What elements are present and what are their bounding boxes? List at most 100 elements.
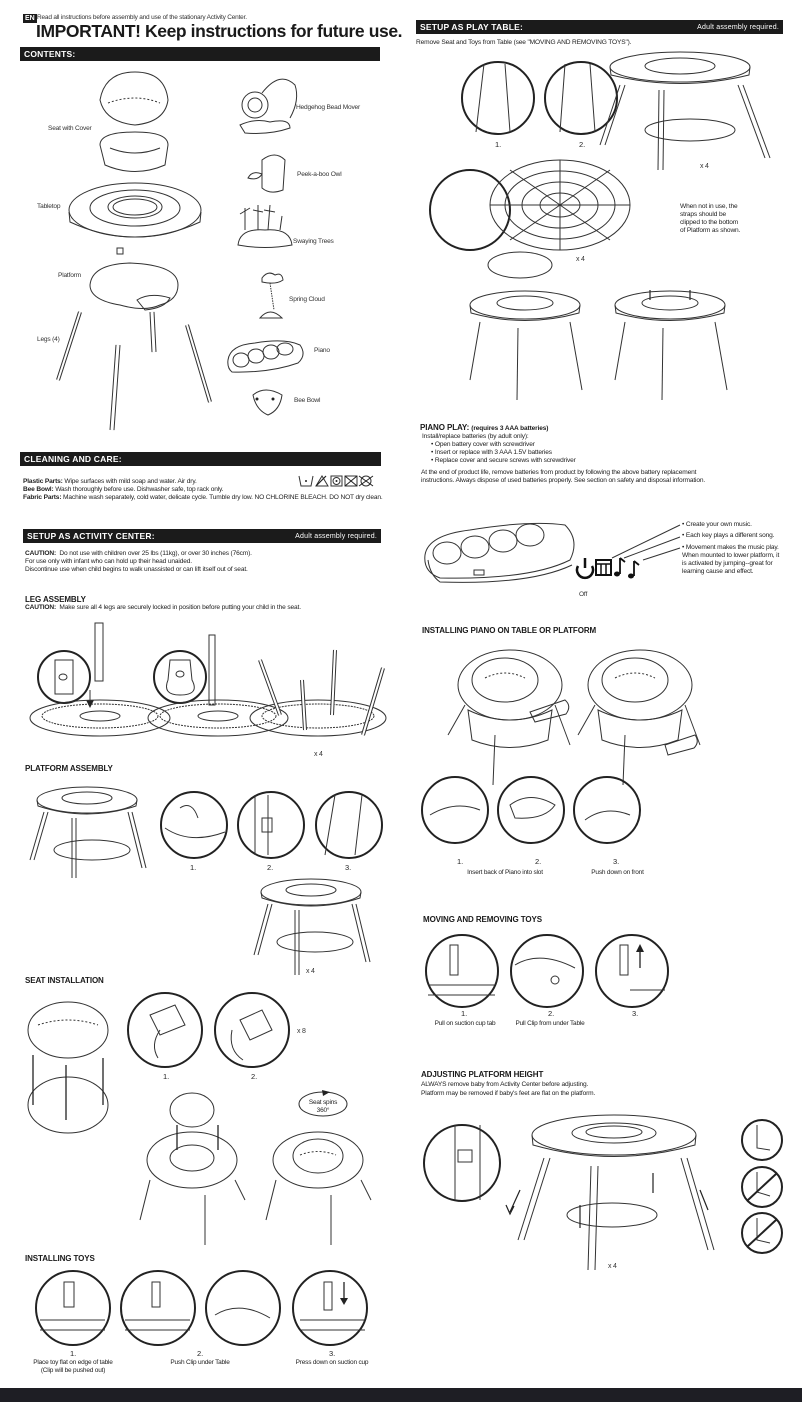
leg-assembly-illustration [29,622,387,737]
platform-assembly-illustration [29,786,383,975]
no-bleach-icon [315,475,329,487]
step-number: 2. [197,1349,204,1358]
assembly-note: Adult assembly required. [697,23,779,31]
step-number: 1. [495,140,502,149]
adjusting-line: Platform may be removed if baby's feet a… [421,1090,596,1097]
play-table-heading: SETUP AS PLAY TABLE: [420,22,524,32]
piano-feature: learning cause and effect. [682,568,754,575]
battery-step: • Open battery cover with screwdriver [431,441,535,448]
tumble-dry-low-icon [330,475,343,487]
contents-header: CONTENTS: [20,47,380,61]
disposal-line: At the end of product life, remove batte… [421,469,697,476]
part-label: Piano [314,347,330,354]
disposal-line: instructions. Always dispose of used bat… [421,477,706,484]
adjusting-platform-illustration [423,1114,783,1271]
step-caption: Pull on suction cup tab [434,1020,496,1027]
play-table-illustration [429,51,771,401]
piano-keys-icon [595,559,612,576]
step-number: 3. [345,863,352,872]
language-badge: EN [23,14,37,23]
piano-play-heading: PIANO PLAY: (requires 3 AAA batteries) [420,423,549,432]
piano-feature: When mounted to lower platform, it [682,552,780,559]
piano-feature: • Each key plays a different song. [682,532,775,539]
part-label: Bee Bowl [294,397,321,404]
step-number: 2. [579,140,586,149]
strap-note-line: of Platform as shown. [680,227,741,234]
step-caption: Insert back of Piano into slot [467,869,543,876]
part-label: Tabletop [37,203,61,210]
music-note-icon [614,557,626,577]
caution-line: CAUTION: Do not use with children over 2… [25,550,252,557]
step-caption: Push down on front [591,869,644,876]
no-iron-icon [344,475,358,487]
platform-assembly-heading: PLATFORM ASSEMBLY [25,764,113,773]
play-table-intro: Remove Seat and Toys from Table (see "MO… [416,39,632,46]
part-label: Spring Cloud [289,296,325,303]
installing-piano-heading: INSTALLING PIANO ON TABLE OR PLATFORM [422,626,597,635]
step-caption: Push Clip under Table [170,1359,230,1366]
step-number: 1. [163,1072,170,1081]
step-number: 2. [548,1009,555,1018]
piano-feature: • Movement makes the music play. [682,544,779,551]
activity-center-header: SETUP AS ACTIVITY CENTER: Adult assembly… [23,529,381,543]
piano-illustration [424,522,681,583]
step-number: 3. [632,1009,639,1018]
step-number: 1. [457,857,464,866]
battery-step: • Insert or replace with 3 AAA 1.5V batt… [431,449,552,456]
power-icon [575,558,595,580]
care-line: Bee Bowl: Wash thoroughly before use. Di… [23,486,224,493]
strap-note-line: straps should be [680,211,726,218]
part-label: Seat with Cover [48,125,92,132]
leg-assembly-heading: LEG ASSEMBLY [25,595,86,604]
contents-heading: CONTENTS: [24,49,76,59]
assembly-note: Adult assembly required. [295,532,377,540]
multiplier-label: x 4 [314,751,323,758]
piano-feature: • Create your own music. [682,521,752,528]
battery-step: • Replace cover and secure screws with s… [431,457,576,464]
part-label: Hedgehog Bead Mover [296,104,361,111]
seat-installation-heading: SEAT INSTALLATION [25,976,104,985]
battery-intro: Install/replace batteries (by adult only… [422,433,529,440]
multiplier-label: x 4 [306,968,315,975]
multiplier-label: x 8 [297,1028,306,1035]
step-number: 1. [461,1009,468,1018]
adjusting-platform-heading: ADJUSTING PLATFORM HEIGHT [421,1070,544,1079]
multiplier-label: x 4 [700,163,709,170]
step-number: 1. [70,1349,77,1358]
leg-caution: CAUTION: Make sure all 4 legs are secure… [25,604,301,611]
strap-note-line: clipped to the bottom [680,219,739,226]
step-number: 2. [267,863,274,872]
contents-illustration [56,71,304,431]
step-number: 2. [251,1072,258,1081]
step-number: 2. [535,857,542,866]
part-label: Legs (4) [37,336,60,343]
page-title: IMPORTANT! Keep instructions for future … [36,21,403,41]
care-line: Fabric Parts: Machine wash separately, c… [23,494,383,501]
installing-toys-illustration [35,1270,368,1346]
no-dry-clean-icon [358,475,374,487]
step-number: 3. [613,857,620,866]
play-table-header: SETUP AS PLAY TABLE: Adult assembly requ… [416,20,783,34]
wash-cold-icon [298,475,314,487]
moving-toys-heading: MOVING AND REMOVING TOYS [423,915,542,924]
multiplier-label: x 4 [608,1263,617,1270]
piano-feature: is activated by jumping--great for [682,560,773,567]
step-number: 3. [329,1349,336,1358]
bottom-edge-bar [0,1388,802,1402]
adjusting-line: ALWAYS remove baby from Activity Center … [421,1081,589,1088]
activity-center-heading: SETUP AS ACTIVITY CENTER: [27,531,155,541]
part-label: Peek-a-boo Owl [297,171,342,178]
multiplier-label: x 4 [576,256,585,263]
caution-line: Discontinue use when child begins to wal… [25,566,248,573]
step-caption: Place toy flat on edge of table(Clip wil… [33,1359,113,1374]
care-line: Plastic Parts: Wipe surfaces with mild s… [23,478,197,485]
step-caption: Press down on suction cup [295,1359,369,1366]
step-caption: Pull Clip from under Table [515,1020,585,1027]
care-icons [298,475,374,487]
seat-installation-illustration [27,992,372,1245]
cleaning-header: CLEANING AND CARE: [20,452,381,466]
part-label: Platform [58,272,81,279]
intro-text: Read all instructions before assembly an… [37,14,247,21]
